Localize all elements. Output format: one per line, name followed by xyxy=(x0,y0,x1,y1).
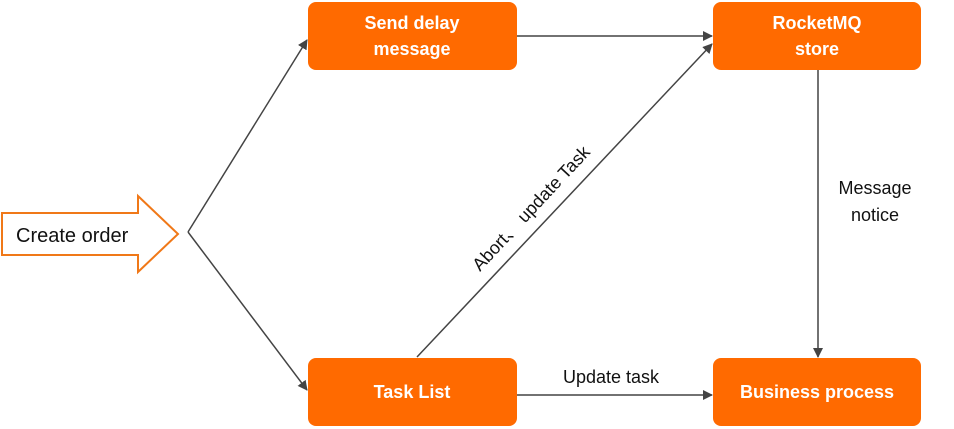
send-delay-line2: message xyxy=(373,39,450,59)
update-task-label: Update task xyxy=(563,367,660,387)
arrow-to-send-delay xyxy=(187,39,308,233)
node-box xyxy=(713,2,921,70)
message-notice-line1: Message xyxy=(838,178,911,198)
business-process-label: Business process xyxy=(740,382,894,402)
rocketmq-line1: RocketMQ xyxy=(772,13,861,33)
node-send-delay-message: Send delay message xyxy=(308,2,517,70)
entry-arrow-shape xyxy=(1,193,180,275)
node-box xyxy=(308,358,517,426)
arrow-task-to-rocketmq xyxy=(416,43,713,358)
create-order-label: Create order xyxy=(16,225,129,247)
task-list-label: Task List xyxy=(374,382,451,402)
node-rocketmq-store: RocketMQ store xyxy=(713,2,921,70)
node-box xyxy=(308,2,517,70)
abort-update-task-label: Abort、 update Task xyxy=(468,141,594,274)
create-order-entry: Create order xyxy=(1,193,180,275)
node-task-list: Task List xyxy=(308,358,517,426)
message-notice-line2: notice xyxy=(851,205,899,225)
node-box xyxy=(713,358,921,426)
rocketmq-line2: store xyxy=(795,39,839,59)
send-delay-line1: Send delay xyxy=(364,13,459,33)
arrow-to-task-list xyxy=(187,231,308,391)
node-business-process: Business process xyxy=(713,358,921,426)
